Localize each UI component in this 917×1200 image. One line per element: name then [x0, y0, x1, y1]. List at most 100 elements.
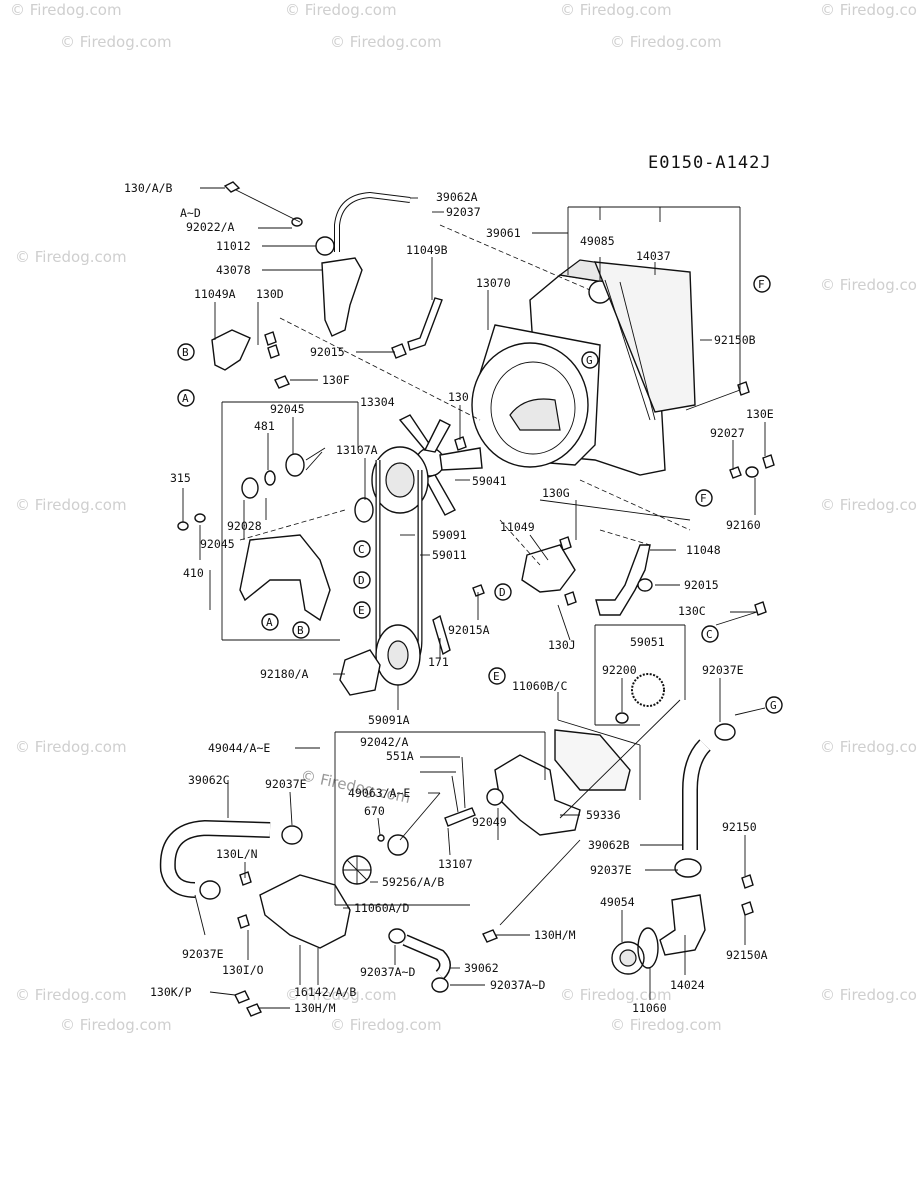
label-92200: 92200	[602, 663, 637, 677]
plate-92180	[339, 649, 381, 696]
label-59256: 59256/A/B	[382, 875, 444, 889]
clamp-92037e-top	[714, 723, 736, 741]
label-39062a: 39062A	[436, 190, 478, 204]
callout-b: B	[292, 621, 310, 639]
label-315: 315	[170, 471, 191, 485]
label-14024: 14024	[670, 978, 705, 992]
label-49085: 49085	[580, 234, 615, 248]
svg-text:D: D	[499, 586, 506, 599]
watermark: © Firedog.com	[820, 1, 917, 19]
radiator-core-line	[619, 281, 656, 421]
label-670: 670	[364, 804, 385, 818]
label-13107a: 13107A	[336, 443, 378, 457]
washer-92160	[745, 466, 759, 478]
nut-92200	[615, 712, 629, 724]
nut-315	[177, 521, 189, 531]
clamp-92037e-a	[281, 825, 303, 845]
leader-lines	[182, 187, 766, 1009]
clamp-92037e-c	[674, 858, 702, 878]
clip-92015	[391, 343, 407, 359]
label-92150b: 92150B	[714, 333, 756, 347]
callout-g: G	[765, 696, 783, 714]
label-59091a: 59091A	[368, 713, 410, 727]
bushing-92027	[729, 466, 742, 479]
radiator-lower-hose	[509, 398, 561, 431]
bolt-130e	[762, 454, 775, 469]
label-92015-a: 92015	[310, 345, 345, 359]
idler-pulley-13107a	[354, 497, 374, 523]
watermark: © Firedog.com	[60, 33, 172, 51]
label-130j: 130J	[548, 638, 576, 652]
clamp-92037ad-b	[431, 977, 449, 993]
label-59336: 59336	[586, 808, 621, 822]
label-11060bc: 11060B/C	[512, 679, 567, 693]
gear-59051	[631, 673, 665, 707]
bolt-130	[454, 436, 467, 451]
label-11049b: 11049B	[406, 243, 448, 257]
label-130g: 130G	[542, 486, 570, 500]
callout-a: A	[261, 613, 279, 631]
label-13070: 13070	[476, 276, 511, 290]
seal-49063	[387, 834, 409, 856]
callout-e: E	[488, 667, 506, 685]
label-11060ad: 11060A/D	[354, 901, 409, 915]
label-11012: 11012	[216, 239, 251, 253]
gasket-11060bc	[554, 729, 631, 791]
label-92015-b: 92015	[684, 578, 719, 592]
callout-e: E	[353, 601, 371, 619]
svg-text:G: G	[770, 699, 777, 712]
hose-39062-inner	[403, 935, 450, 979]
svg-text:E: E	[358, 604, 365, 617]
label-11049a: 11049A	[194, 287, 236, 301]
label-92045-bottom: 92045	[200, 537, 235, 551]
watermark: © Firedog.com	[820, 738, 917, 756]
reserve-tank-cap	[315, 236, 335, 256]
callout-g: G	[581, 351, 599, 369]
watermark: © Firedog.com	[10, 1, 122, 19]
label-130ab: 130/A/B	[124, 181, 173, 195]
bolt-130d-2	[267, 344, 280, 359]
callout-f: F	[695, 489, 713, 507]
thermostat-center	[619, 949, 637, 967]
bolt-130d	[264, 331, 277, 346]
callout-f: F	[753, 275, 771, 293]
watermark: © Firedog.com	[15, 248, 127, 266]
svg-text:F: F	[700, 492, 707, 505]
svg-text:A: A	[182, 392, 189, 405]
clip-92015a	[472, 584, 485, 597]
callouts: B A F G F C D E A B D E C G	[177, 275, 783, 714]
label-16142: 16142/A/B	[294, 985, 356, 999]
spacer-481	[264, 470, 276, 486]
watermark: © Firedog.com	[610, 33, 722, 51]
crank-pulley-hub	[387, 640, 409, 670]
watermark: © Firedog.com	[610, 1016, 722, 1034]
bolt-130c	[754, 601, 767, 616]
label-39062b: 39062B	[588, 838, 630, 852]
callout-b: B	[177, 343, 195, 361]
parts-layer	[159, 181, 775, 1017]
label-59041: 59041	[472, 474, 507, 488]
radiator-screen	[593, 261, 696, 413]
label-92045-top: 92045	[270, 402, 305, 416]
fan-shroud-inner	[490, 361, 576, 455]
watermark: © Firedog.com	[330, 33, 442, 51]
label-92150: 92150	[722, 820, 757, 834]
label-39062c: 39062C	[188, 773, 230, 787]
watermark: © Firedog.com	[15, 738, 127, 756]
callout-d: D	[353, 571, 371, 589]
watermark: © Firedog.com	[60, 1016, 172, 1034]
watermark: © Firedog.com	[820, 276, 917, 294]
bolt-130g	[559, 536, 572, 551]
bolt-130io	[237, 914, 250, 929]
radiator-core-line	[604, 279, 651, 421]
label-ad: A~D	[180, 206, 201, 220]
label-92037ad-2: 92037A~D	[490, 978, 545, 992]
callout-c: C	[353, 540, 371, 558]
hose-39062c-inner	[161, 821, 271, 897]
bolt-130f	[274, 375, 290, 389]
label-92027: 92027	[710, 426, 745, 440]
label-49063: 49063/A~E	[348, 786, 410, 800]
label-130f: 130F	[322, 373, 350, 387]
svg-text:D: D	[358, 574, 365, 587]
label-39061: 39061	[486, 226, 521, 240]
